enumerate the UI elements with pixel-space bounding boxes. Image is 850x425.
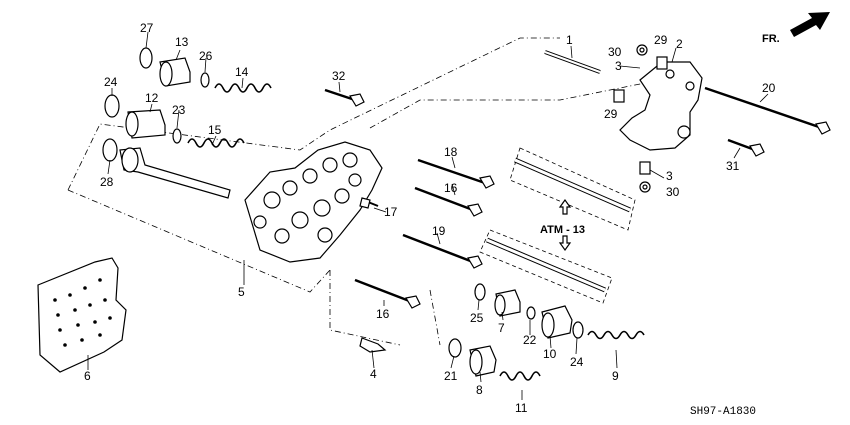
- separator-plate: [37, 257, 127, 373]
- diagram-code: SH97-A1830: [690, 406, 756, 418]
- callout-20: 20: [762, 81, 776, 95]
- callout-22: 22: [523, 333, 537, 347]
- front-valve-stack: [359, 283, 645, 381]
- callout-3: 3: [615, 59, 622, 73]
- callout-13: 13: [175, 35, 189, 49]
- long-bolts: [324, 86, 831, 309]
- front-arrow-icon: [790, 12, 830, 37]
- callout-10: 10: [543, 347, 557, 361]
- callout-8: 8: [476, 383, 483, 397]
- atm-reference: ATM - 13: [540, 198, 585, 252]
- callout-4: 4: [370, 367, 377, 381]
- outline-front-lower: [429, 289, 441, 346]
- rear-valve-stack: [102, 47, 272, 199]
- callout-16: 16: [444, 181, 458, 195]
- atm-dashed-box-upper: [509, 147, 636, 231]
- outline-lower: [67, 189, 331, 293]
- callout-9: 9: [612, 369, 619, 383]
- callout-labels: 1 2 3 3 4 5 6 7 8 9 10 11 12 13 14 15 16…: [84, 21, 776, 415]
- callout-1: 1: [566, 33, 573, 47]
- callout-30: 30: [666, 185, 680, 199]
- callout-17: 17: [384, 205, 398, 219]
- outline-detent: [329, 270, 401, 346]
- callout-23: 23: [172, 103, 186, 117]
- atm-dashed-box-lower: [479, 229, 613, 304]
- callout-15: 15: [208, 123, 222, 137]
- front-direction-label: FR.: [762, 33, 780, 45]
- callout-30: 30: [608, 45, 622, 59]
- callout-14: 14: [235, 65, 249, 79]
- callout-3: 3: [666, 169, 673, 183]
- callout-2: 2: [676, 37, 683, 51]
- callout-26: 26: [199, 49, 213, 63]
- arrow-down-icon: [558, 198, 572, 215]
- callout-25: 25: [470, 311, 484, 325]
- assembly-outlines: [67, 37, 661, 346]
- callout-6: 6: [84, 369, 91, 383]
- leader-lines: [87, 31, 769, 400]
- front-direction-indicator: FR.: [762, 12, 830, 45]
- callout-27: 27: [140, 21, 154, 35]
- dowel-pins: [486, 157, 631, 293]
- outline-upper: [67, 37, 560, 191]
- reference-box-label: ATM - 13: [540, 224, 585, 236]
- callout-24: 24: [104, 75, 118, 89]
- valve-body: [244, 141, 383, 263]
- callout-32: 32: [332, 69, 346, 83]
- callout-29: 29: [604, 107, 618, 121]
- shaft-rod: [544, 50, 601, 74]
- servo-bracket: [619, 61, 703, 151]
- callout-7: 7: [498, 321, 505, 335]
- callout-11: 11: [515, 401, 528, 415]
- bracket-fasteners: [613, 44, 668, 193]
- callout-31: 31: [726, 159, 740, 173]
- callout-12: 12: [145, 91, 159, 105]
- arrow-up-icon: [558, 235, 572, 252]
- callout-18: 18: [444, 145, 458, 159]
- callout-16: 16: [376, 307, 390, 321]
- callout-19: 19: [432, 224, 446, 238]
- outline-rear: [369, 79, 661, 129]
- callout-28: 28: [100, 175, 114, 189]
- callout-21: 21: [444, 369, 458, 383]
- callout-24: 24: [570, 355, 584, 369]
- callout-29: 29: [654, 33, 668, 47]
- callout-5: 5: [238, 285, 245, 299]
